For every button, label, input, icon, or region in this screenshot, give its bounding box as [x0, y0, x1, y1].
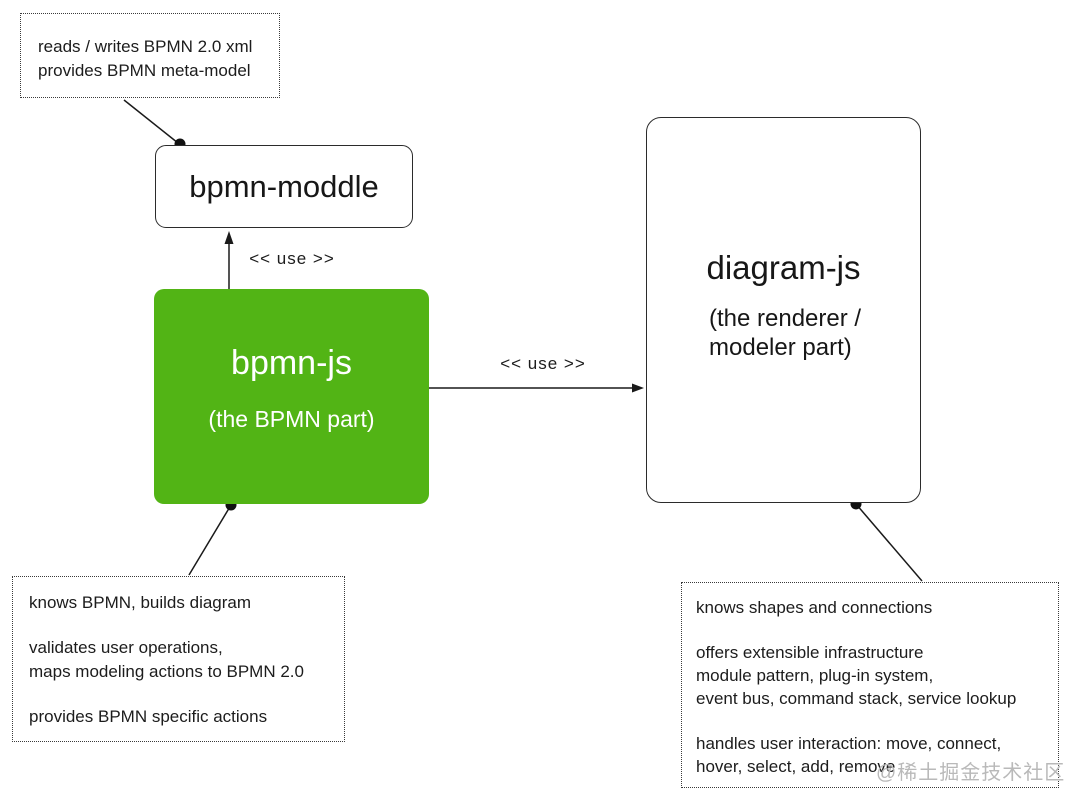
use-arrow-horizontal [429, 383, 644, 393]
node-diagram-js-sublabel-line1: (the renderer / [709, 305, 862, 332]
node-diagram-js-sublabel: (the renderer / modeler part) [647, 304, 920, 362]
node-bpmn-js: bpmn-js (the BPMN part) [154, 289, 429, 504]
node-diagram-js-sublabel-line2: modeler part) [709, 334, 852, 361]
node-bpmn-moddle: bpmn-moddle [155, 145, 413, 228]
node-bpmn-js-label: bpmn-js [231, 344, 352, 382]
note-line: knows BPMN, builds diagram [29, 593, 252, 612]
edge-label-use-moddle: << use >> [249, 249, 335, 268]
note-line: provides BPMN meta-model [38, 61, 251, 80]
node-diagram-js-label: diagram-js [706, 249, 861, 286]
note-line: event bus, command stack, service lookup [696, 689, 1017, 708]
watermark: @稀土掘金技术社区 [876, 762, 1066, 784]
note-line: offers extensible infrastructure [696, 643, 924, 662]
note-bpmn-moddle: reads / writes BPMN 2.0 xml provides BPM… [20, 13, 280, 98]
note-line: validates user operations, [29, 638, 223, 657]
note-line: handles user interaction: move, connect, [696, 734, 1002, 753]
arrowhead-right-icon [632, 383, 644, 393]
note-line: provides BPMN specific actions [29, 707, 268, 726]
note-line: reads / writes BPMN 2.0 xml [38, 37, 253, 56]
connector-diagramjs-to-note [850, 498, 923, 582]
node-bpmn-js-sublabel: (the BPMN part) [208, 406, 375, 432]
note-bpmn-js: knows BPMN, builds diagram validates use… [12, 576, 345, 742]
note-diagram-js: knows shapes and connections offers exte… [681, 582, 1059, 788]
arrowhead-up-icon [224, 231, 234, 244]
connector-note-to-moddle [123, 99, 186, 150]
note-line: hover, select, add, remove [696, 757, 896, 776]
note-line: knows shapes and connections [696, 598, 933, 617]
use-arrow-vertical [224, 231, 234, 289]
connector-bpmnjs-to-note [188, 499, 237, 576]
note-line: maps modeling actions to BPMN 2.0 [29, 662, 304, 681]
node-diagram-js: diagram-js (the renderer / modeler part) [646, 117, 921, 503]
edge-label-use-diagram: << use >> [500, 354, 586, 373]
node-bpmn-moddle-label: bpmn-moddle [189, 168, 379, 204]
note-line: module pattern, plug-in system, [696, 666, 934, 685]
